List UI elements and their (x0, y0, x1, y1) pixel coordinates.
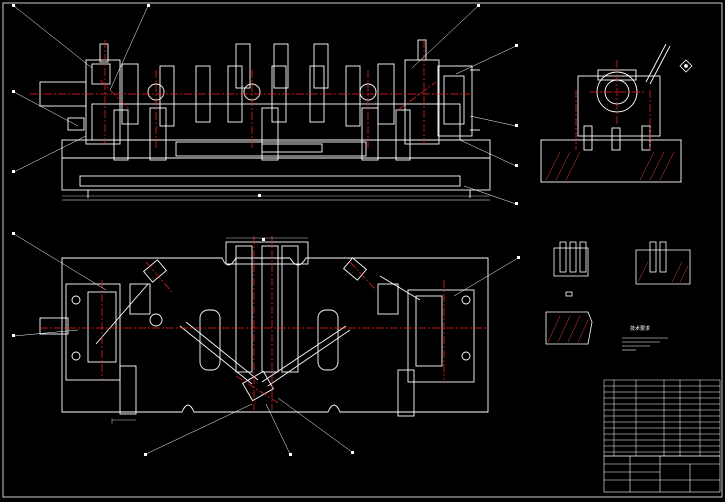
title-block (603, 455, 721, 493)
technical-requirements: 技术要求 (622, 325, 668, 351)
parts-list (603, 379, 721, 457)
front-view-centerlines (30, 40, 470, 150)
side-view-hatch (545, 151, 675, 181)
detail-c-hatch (547, 315, 589, 343)
balloon-marks (12, 4, 520, 456)
leader-lines (13, 5, 519, 455)
dimension-lines (62, 195, 490, 424)
detail-b (635, 241, 691, 285)
tech-requirements-title: 技术要求 (630, 325, 650, 332)
side-view-centerlines (575, 60, 651, 150)
side-view (540, 43, 682, 183)
detail-a (553, 241, 589, 277)
detail-b-hatch (637, 261, 689, 283)
front-view (39, 39, 491, 201)
detail-c (545, 291, 593, 345)
plan-view (39, 241, 489, 417)
plan-view-centerlines (40, 236, 488, 410)
reference-mark (679, 59, 693, 73)
